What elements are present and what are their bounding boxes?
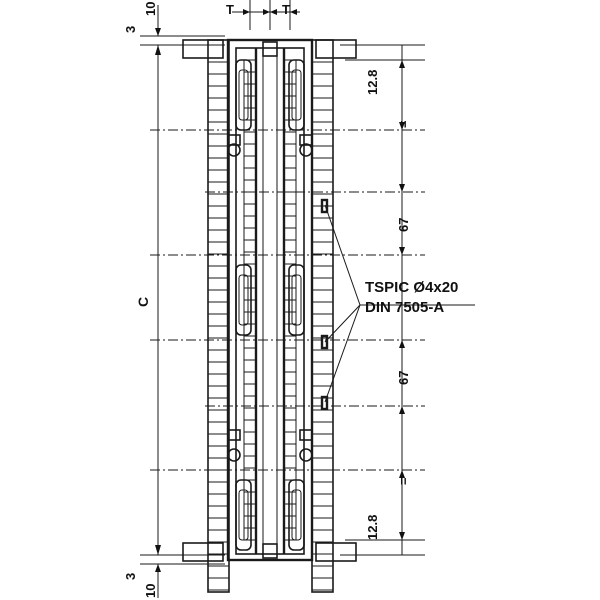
rail-rungs	[208, 59, 333, 591]
profile-body	[182, 38, 357, 593]
callout-leaders	[324, 204, 475, 403]
roller-middle	[235, 264, 305, 336]
dim-pitch-top: 67	[396, 218, 411, 232]
dim-bottom-edge: 12.8	[365, 515, 380, 540]
roller-top	[235, 59, 305, 131]
dim-top-edge: 12.8	[365, 70, 380, 95]
callout-screw-standard: DIN 7505-A	[365, 299, 444, 316]
dim-bottom-gap: 3	[123, 573, 138, 580]
roller-bottom	[235, 479, 305, 551]
screw-slots	[320, 198, 329, 411]
hinge-knobs	[227, 41, 313, 559]
dim-t-left: T	[226, 2, 234, 17]
dim-bottom-offset: 10	[143, 584, 158, 598]
dim-t-right: T	[282, 2, 290, 17]
dim-pitch-bottom: 67	[396, 371, 411, 385]
extension-lines	[140, 0, 425, 565]
dimension-lines	[155, 5, 405, 598]
dim-top-gap: 3	[123, 26, 138, 33]
dim-overall-c: C	[135, 297, 151, 307]
dim-equal-top: =	[396, 120, 411, 128]
callout-screw-spec: TSPIC Ø4x20	[365, 279, 458, 296]
dim-top-offset: 10	[143, 2, 158, 16]
dim-equal-bottom: =	[396, 477, 411, 485]
